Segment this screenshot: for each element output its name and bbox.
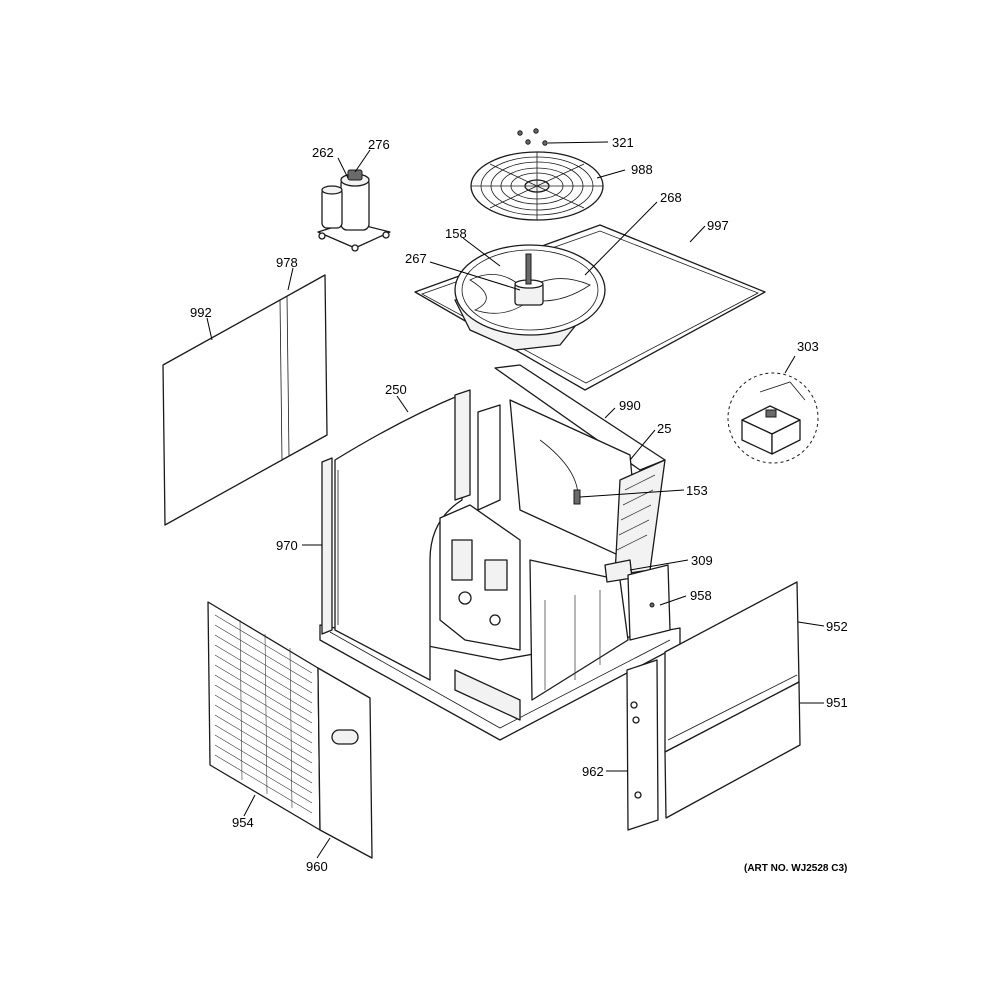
fan-motor-part-267: [514, 253, 544, 306]
coil-wrapper-part-250: [334, 389, 471, 681]
fan-guard-part-988: [470, 151, 604, 221]
callout-958: 958: [690, 588, 712, 603]
callout-303: 303: [797, 339, 819, 354]
side-panel-part-992: [162, 274, 328, 526]
louvered-panel-part-954: [207, 601, 321, 831]
callout-997: 997: [707, 218, 729, 233]
control-box-detail-part-303: [727, 372, 819, 464]
callout-962: 962: [582, 764, 604, 779]
art-number: (ART NO. WJ2528 C3): [744, 863, 847, 874]
blower-compartment: [454, 559, 629, 721]
callout-952: 952: [826, 619, 848, 634]
control-board-area: [439, 504, 521, 651]
callout-276: 276: [368, 137, 390, 152]
callout-153: 153: [686, 483, 708, 498]
callout-992: 992: [190, 305, 212, 320]
evaporator-coil-part-25: [509, 399, 666, 576]
callout-990: 990: [619, 398, 641, 413]
callout-250: 250: [385, 382, 407, 397]
callout-970: 970: [276, 538, 298, 553]
callout-262: 262: [312, 145, 334, 160]
callout-309: 309: [691, 553, 713, 568]
callout-25: 25: [657, 421, 671, 436]
callout-960: 960: [306, 859, 328, 874]
compressor-part-262: [317, 173, 391, 252]
callout-988: 988: [631, 162, 653, 177]
panel-part-958: [627, 564, 671, 641]
callout-978: 978: [276, 255, 298, 270]
access-panel-part-960: [317, 667, 373, 859]
compressor-terminal-part-276: [347, 169, 363, 181]
callout-158: 158: [445, 226, 467, 241]
side-panel-part-951: [664, 681, 801, 819]
callout-268: 268: [660, 190, 682, 205]
corner-post-part-962: [626, 659, 659, 831]
callout-951: 951: [826, 695, 848, 710]
leader-lines: [206, 141, 825, 859]
callout-321: 321: [612, 135, 634, 150]
callout-267: 267: [405, 251, 427, 266]
top-cover-part-997: [414, 224, 766, 391]
callout-954: 954: [232, 815, 254, 830]
screws-part-321: [517, 128, 548, 146]
